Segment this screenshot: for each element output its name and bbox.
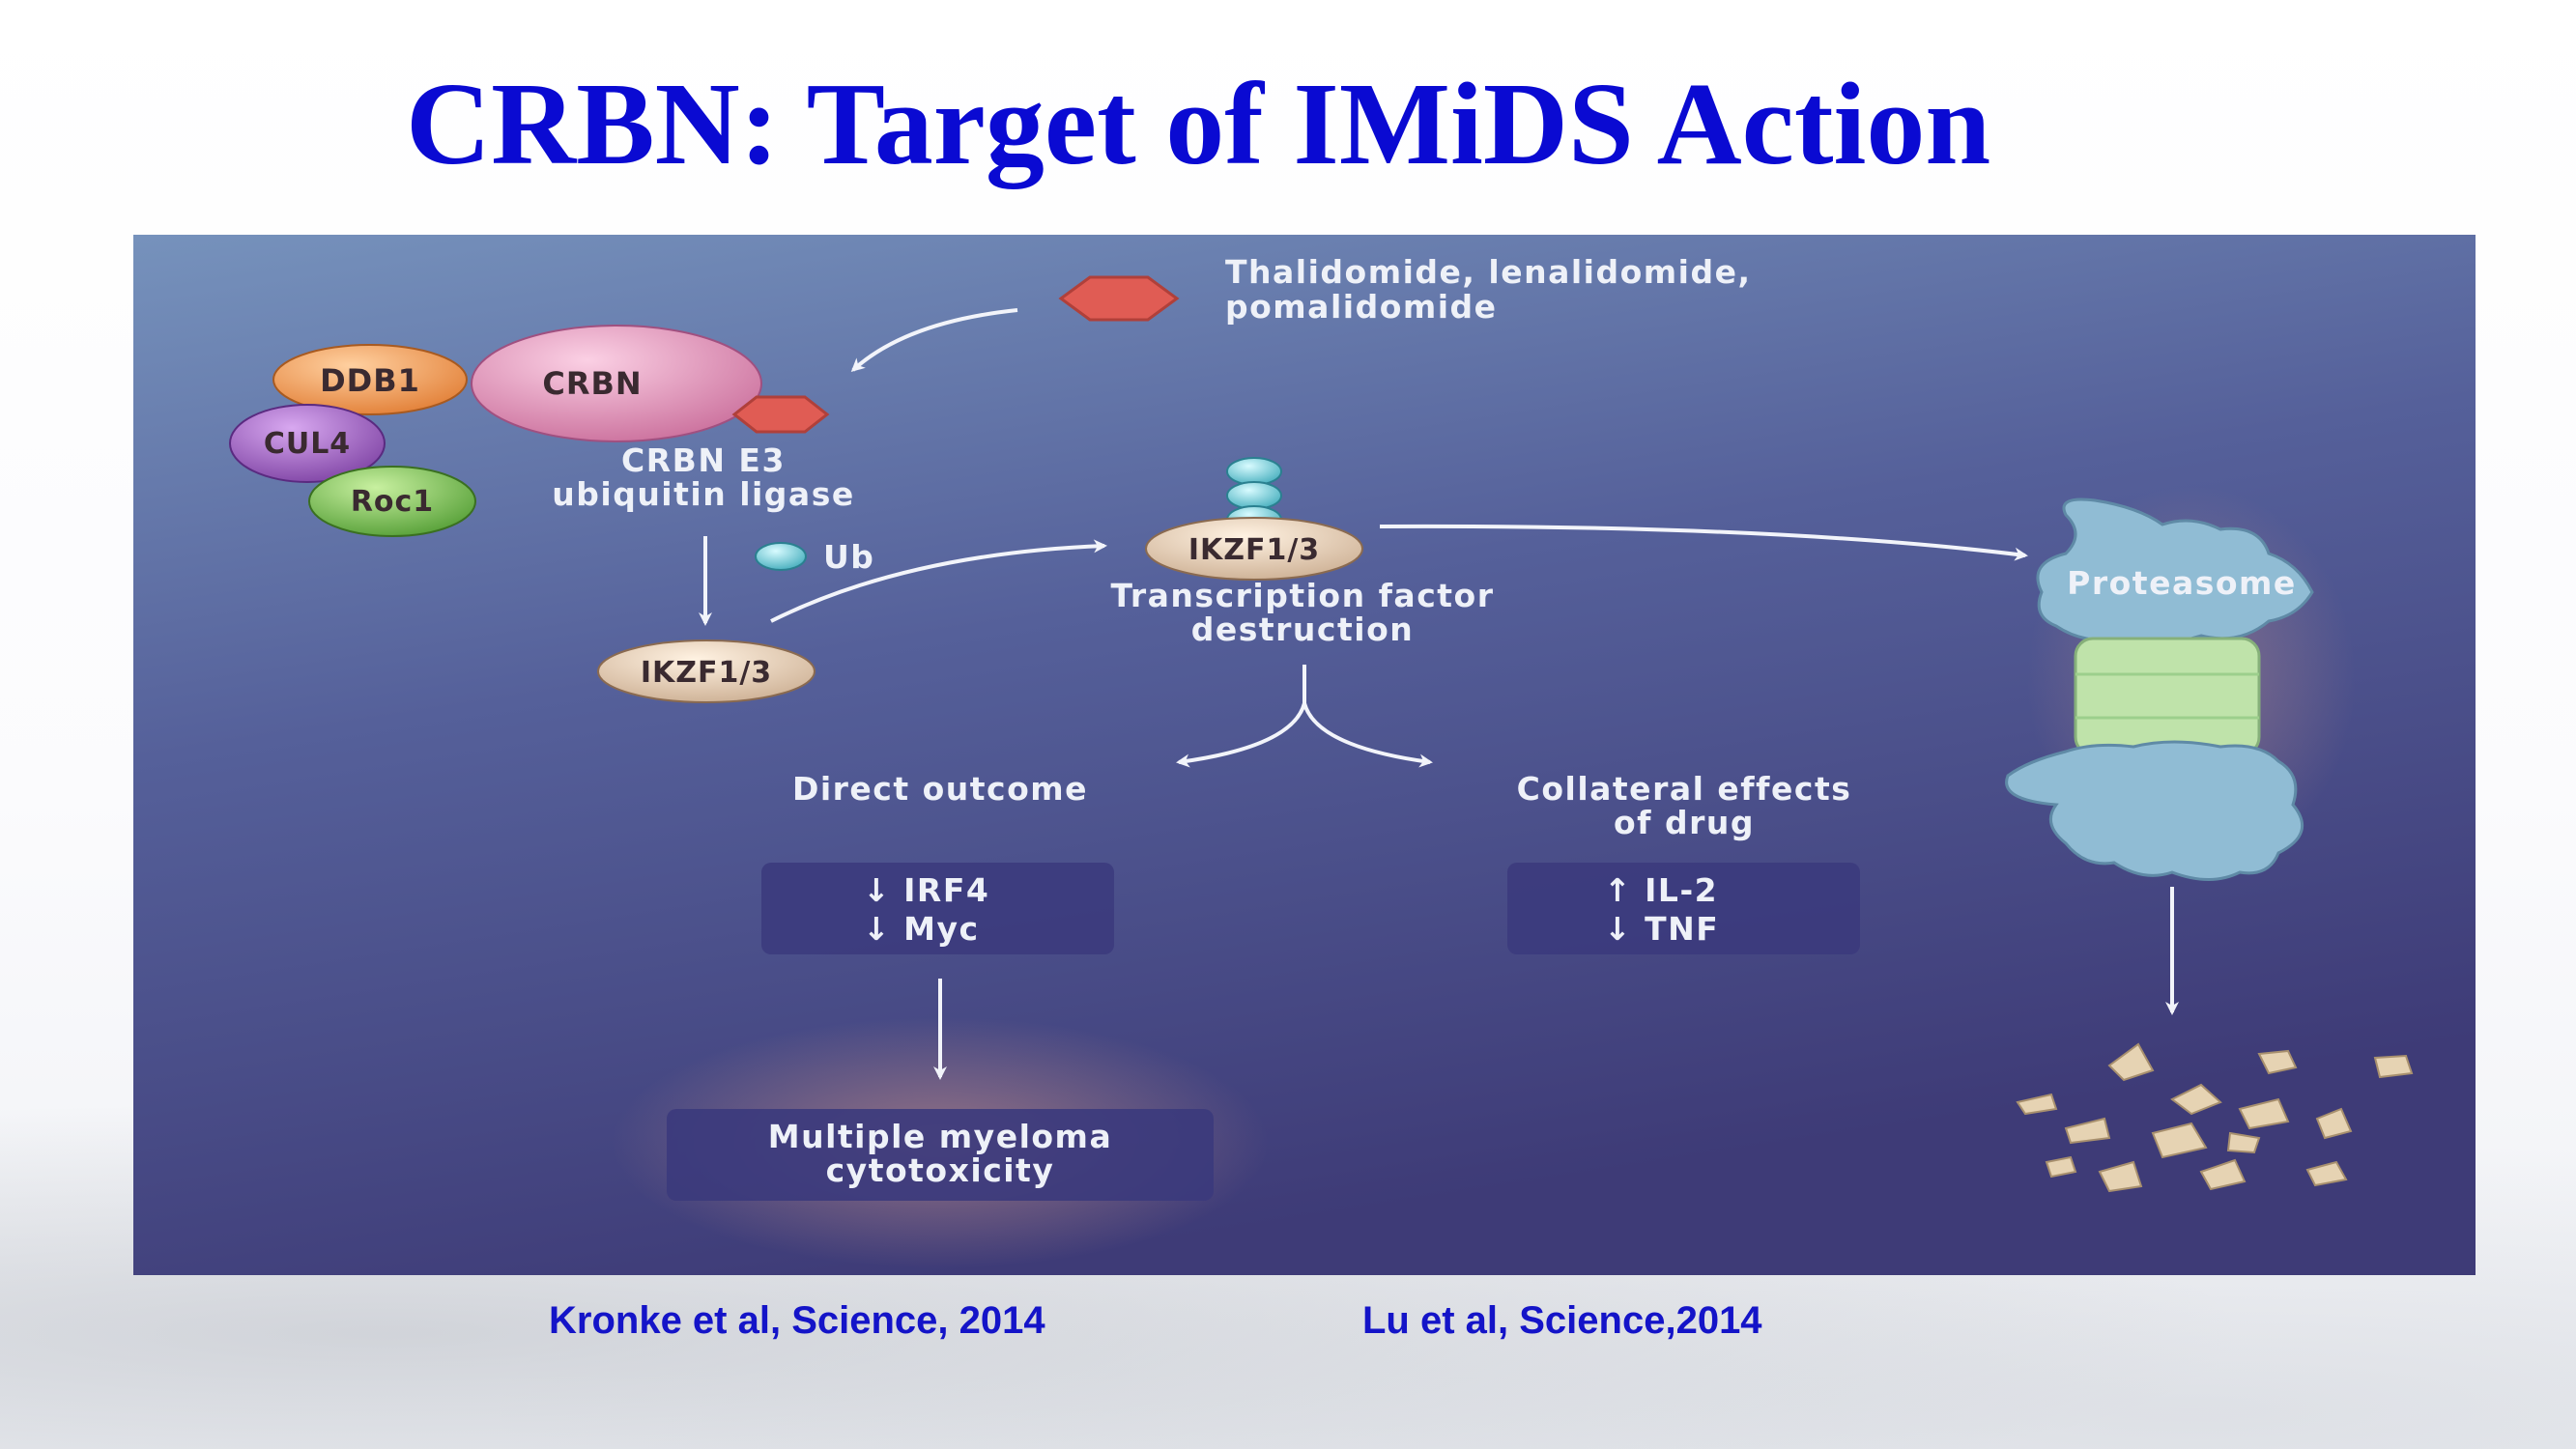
ikzf-ubiquitinated-node — [1145, 517, 1363, 581]
ligase-label-line1: CRBN E3 — [621, 441, 786, 479]
ub-icon — [755, 542, 807, 571]
degraded-protein-fragments-icon — [2016, 1042, 2414, 1193]
direct-outcome-arrow — [1176, 702, 1306, 768]
ikzf-substrate-node — [597, 639, 816, 703]
ikzf-substrate-label: IKZF1/3 — [641, 656, 772, 690]
mechanism-figure: Thalidomide, lenalidomide, pomalidomide … — [133, 235, 2476, 1275]
collateral-effects-box — [1507, 863, 1860, 954]
tf-label-line1: Transcription factor — [1111, 577, 1495, 614]
direct-item-irf4: ↓ IRF4 — [863, 871, 989, 909]
cytotoxicity-label-line2: cytotoxicity — [826, 1151, 1055, 1189]
tf-label-line2: destruction — [1191, 611, 1415, 648]
to-proteasome-arrow — [1379, 524, 2028, 561]
drug-label-line1: Thalidomide, lenalidomide, — [1225, 253, 1752, 291]
bound-drug-hexagon-icon — [731, 395, 830, 434]
drug-hexagon-icon — [1058, 275, 1180, 322]
direct-outcome-box — [761, 863, 1114, 954]
ub-label: Ub — [823, 538, 874, 576]
collateral-label-line2: of drug — [1614, 804, 1755, 841]
ub-chain-1-icon — [1226, 457, 1282, 486]
slide-title: CRBN: Target of IMiDS Action — [406, 59, 1991, 189]
roc1-label: Roc1 — [351, 485, 434, 519]
proteasome-icon — [2005, 497, 2314, 881]
citation-kronke: Kronke et al, Science, 2014 — [549, 1299, 1045, 1342]
collateral-label-line1: Collateral effects — [1517, 770, 1852, 808]
citation-lu: Lu et al, Science,2014 — [1362, 1299, 1762, 1342]
cul4-node — [229, 404, 386, 483]
cytotoxicity-label-line1: Multiple myeloma — [768, 1118, 1112, 1155]
ubiquitination-arrow — [770, 539, 1107, 623]
crbn-label: CRBN — [542, 365, 642, 402]
collateral-item-tnf: ↓ TNF — [1604, 910, 1719, 948]
direct-item-myc: ↓ Myc — [863, 910, 980, 948]
cytotoxicity-box — [667, 1109, 1214, 1201]
collateral-effects-arrow — [1302, 702, 1433, 768]
proteasome-label: Proteasome — [2067, 564, 2297, 602]
collateral-item-il2: ↑ IL-2 — [1604, 871, 1718, 909]
ub-chain-2-icon — [1226, 481, 1282, 510]
crbn-node — [471, 325, 762, 442]
roc1-node — [308, 466, 476, 537]
drug-binding-arrow — [850, 308, 1018, 373]
ddb1-label: DDB1 — [320, 362, 420, 399]
ligase-label-line2: ubiquitin ligase — [552, 475, 854, 513]
drug-label-line2: pomalidomide — [1225, 288, 1498, 326]
ikzf-ubiquitinated-label: IKZF1/3 — [1188, 533, 1320, 567]
ddb1-node — [272, 344, 468, 415]
direct-outcome-label: Direct outcome — [792, 770, 1088, 808]
cul4-label: CUL4 — [264, 427, 351, 461]
